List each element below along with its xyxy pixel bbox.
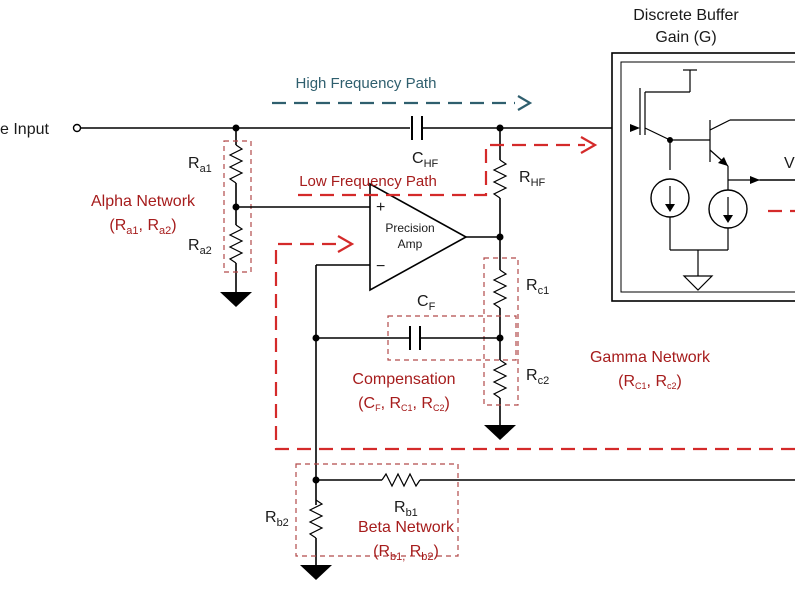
rb1-label: Rb1 [394,499,418,519]
chf-label: CHF [412,150,439,170]
low-frequency-path-label: Low Frequency Path [299,173,437,190]
rb2-label: Rb2 [265,509,289,529]
ra1-label: Ra1 [188,155,212,175]
gamma-network-box [483,257,519,406]
low-frequency-path-upper [298,143,585,197]
opamp-label-line2: Amp [398,237,423,251]
discrete-buffer-inner-box [620,61,795,293]
buffer-title-1: Discrete Buffer [633,7,739,24]
rc2-resistor [492,359,508,399]
beta-network-title: Beta Network [358,519,455,536]
ra2-resistor [228,224,244,264]
buffer-title-2: Gain (G) [655,29,716,46]
alpha-network-components: (Ra1, Ra2) [109,217,176,237]
vout-label: V [784,155,795,172]
compensation-box [387,315,517,361]
rb2-resistor [308,499,324,539]
beta-network-components: (Rb1, Rb2) [373,543,439,563]
compensation-components: (CF, RC1, RC2) [358,395,450,413]
rb1-resistor [381,472,421,488]
gamma-network-title: Gamma Network [590,349,711,366]
ground-beta [300,565,332,580]
rc2-label: Rc2 [526,367,549,387]
opamp-label-line1: Precision [385,221,434,235]
rhf-resistor [492,159,508,199]
opamp-plus: + [376,199,385,216]
rhf-label: RHF [519,169,546,189]
gamma-network-components: (RC1, Rc2) [618,373,682,391]
high-frequency-path-label: High Frequency Path [296,75,437,92]
compensation-title: Compensation [352,371,455,388]
precision-amp [369,182,468,292]
rc1-resistor [492,269,508,309]
cf-label: CF [417,293,436,313]
discrete-buffer-box [611,52,795,302]
opamp-minus: − [376,258,385,275]
ground-alpha [220,292,252,307]
alpha-network-title: Alpha Network [91,193,196,210]
input-terminal [72,123,82,133]
ground-gamma [484,425,516,440]
input-label: e Input [0,121,49,138]
ra1-resistor [228,144,244,184]
low-frequency-path-lower [274,242,795,451]
beta-network-box [295,463,459,557]
ra2-label: Ra2 [188,237,212,257]
ground-buffer [682,275,714,291]
rc1-label: Rc1 [526,277,549,297]
